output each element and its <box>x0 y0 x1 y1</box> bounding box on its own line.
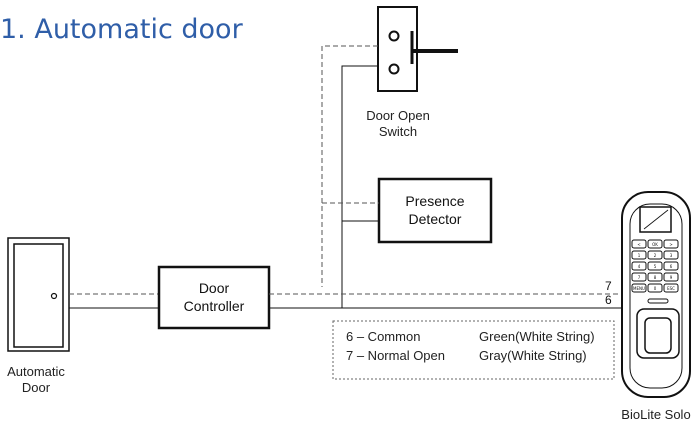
key-label: 2 <box>654 253 657 258</box>
automatic-door-label-line1: Automatic <box>7 364 65 379</box>
door-knob <box>50 292 58 300</box>
key-label: 5 <box>654 264 657 269</box>
presence-detector-line2: Detector <box>409 211 462 227</box>
key-label: 4 <box>638 264 641 269</box>
device-inner-frame <box>629 203 683 389</box>
keypad-key <box>647 261 663 271</box>
key-label: 6 <box>670 264 673 269</box>
keypad-key <box>647 272 663 282</box>
keypad-key <box>663 250 679 260</box>
key-label: MENU <box>633 286 645 291</box>
legend-pin-7: 7 – Normal Open <box>346 348 445 363</box>
automatic-door-label-line2: Door <box>22 380 51 395</box>
presence-detector-line1: Presence <box>405 193 464 209</box>
keypad-key <box>631 272 647 282</box>
door-controller-line2: Controller <box>184 298 245 314</box>
keypad-key <box>647 283 663 293</box>
switch-label-line2: Switch <box>379 124 417 139</box>
key-label: 7 <box>638 275 641 280</box>
pin-label-6: 6 <box>605 293 612 307</box>
keypad-key <box>663 239 679 249</box>
legend-color-7: Gray(White String) <box>479 348 587 363</box>
switch-label-line1: Door Open <box>366 108 430 123</box>
keypad-key <box>647 239 663 249</box>
presence-detector-box <box>377 177 493 244</box>
key-label: > <box>669 242 672 247</box>
legend-color-6: Green(White String) <box>479 329 595 344</box>
legend-pin-6: 6 – Common <box>346 329 420 344</box>
automatic-door <box>7 237 70 352</box>
card-reader-indicator <box>647 298 669 304</box>
keypad-key <box>631 239 647 249</box>
door-panel <box>13 243 64 348</box>
legend-box <box>332 320 615 380</box>
keypad-key <box>663 261 679 271</box>
key-label: OK <box>652 242 658 247</box>
biolite-solo-device: < OK > 1 2 3 4 5 6 7 8 9 MENU 0 ESC <box>621 191 691 398</box>
switch-wire-dashed <box>321 45 378 287</box>
switch-terminal-bottom <box>388 63 400 75</box>
switch-wire-solid <box>341 65 378 308</box>
device-keypad: < OK > 1 2 3 4 5 6 7 8 9 MENU 0 ESC <box>631 239 679 293</box>
pin-label-7: 7 <box>605 279 612 293</box>
device-label: BioLite Solo <box>621 407 690 422</box>
door-open-switch <box>377 6 458 92</box>
screen-glare <box>643 209 669 230</box>
keypad-key <box>647 250 663 260</box>
door-controller-line1: Door <box>199 280 230 296</box>
key-label: ESC <box>667 286 675 291</box>
keypad-key <box>631 261 647 271</box>
keypad-key <box>663 272 679 282</box>
key-label: 1 <box>638 253 641 258</box>
fingerprint-sensor <box>644 317 672 354</box>
keypad-key <box>663 283 679 293</box>
key-label: 8 <box>654 275 657 280</box>
key-label: 3 <box>670 253 673 258</box>
key-label: 9 <box>670 275 673 280</box>
keypad-key <box>631 250 647 260</box>
keypad-key <box>631 283 647 293</box>
diagram-title: 1. Automatic door <box>0 14 243 45</box>
key-label: 0 <box>654 286 657 291</box>
key-label: < <box>637 242 640 247</box>
door-controller-box <box>157 265 271 330</box>
switch-terminal-top <box>388 30 400 42</box>
